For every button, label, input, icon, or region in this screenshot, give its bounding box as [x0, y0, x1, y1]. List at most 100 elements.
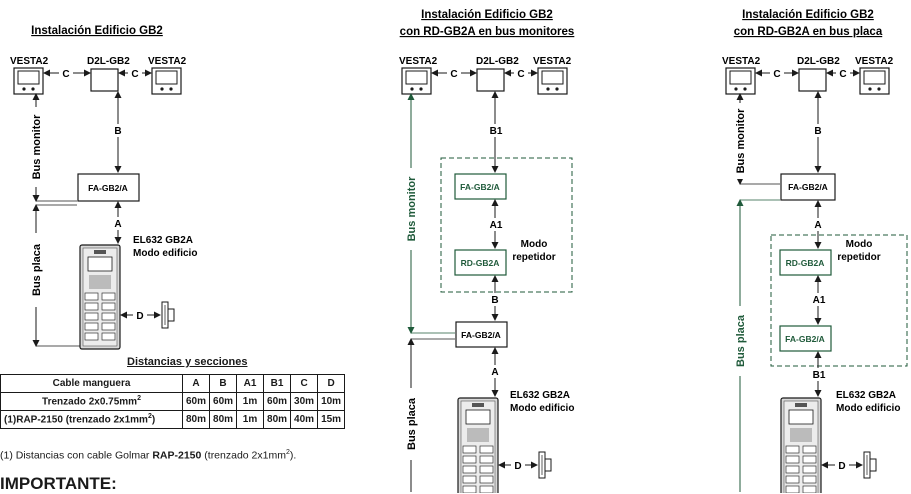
d2-right-monitor-label: VESTA2 [533, 56, 572, 67]
d2-panel-label-1: EL632 GB2A [510, 390, 570, 401]
d1-d-label: D [136, 311, 143, 322]
d1-c-right: C [131, 69, 138, 80]
footnote-rest: (trenzado 2x1mm [201, 449, 286, 462]
row2-b: 80m [209, 410, 238, 429]
d2-d-label: D [514, 461, 521, 472]
d2-distributor-label: D2L-GB2 [476, 56, 519, 67]
footnote-marker: (1) [0, 449, 13, 462]
d3-fa-bottom-box [779, 325, 832, 352]
d3-b1-label: B1 [813, 370, 826, 381]
footnote-bold: RAP-2150 [152, 449, 202, 462]
footnote-end: ). [289, 449, 297, 462]
d3-c-right: C [839, 69, 846, 80]
header-d: D [317, 374, 346, 393]
d3-b-label: B [814, 126, 821, 137]
d3-repeater-zone [770, 234, 908, 367]
d3-d-label: D [838, 461, 845, 472]
d2-rd-label: RD-GB2A [461, 258, 500, 268]
header-b: B [209, 374, 238, 393]
d1-title: Instalación Edificio GB2 [31, 25, 163, 37]
d2-c-left: C [450, 69, 457, 80]
d1-right-monitor-icon [151, 67, 182, 95]
row2-a1: 1m [236, 410, 265, 429]
d2-door-panel-icon [457, 397, 499, 493]
d3-title-2: con RD-GB2A en bus placa [734, 26, 883, 38]
d3-panel-label-2: Modo edificio [836, 403, 900, 414]
d1-bus-placa: Bus placa [31, 243, 43, 296]
d3-right-monitor-icon [859, 67, 890, 95]
d1-distributor-box [90, 68, 119, 92]
d2-b1-label: B1 [490, 126, 503, 137]
row1-c: 30m [290, 392, 319, 411]
row2-b1: 80m [263, 410, 292, 429]
d2-rd-box [454, 249, 507, 276]
d3-mode-1: Modo [846, 239, 873, 250]
d1-door-panel-icon [79, 244, 121, 350]
row2-name-cell: (1)RAP-2150 (trenzado 2x1mm2) [0, 410, 183, 429]
row2-c: 40m [290, 410, 319, 429]
d2-fa-top-box [454, 173, 507, 200]
d2-distributor-box [476, 68, 505, 92]
d2-title-1: Instalación Edificio GB2 [421, 9, 553, 21]
table-row: Trenzado 2x0.75mm2 60m 60m 1m 60m 30m 10… [0, 392, 346, 411]
d3-panel-label-1: EL632 GB2A [836, 390, 896, 401]
d3-title-1: Instalación Edificio GB2 [742, 9, 874, 21]
d2-panel-label-2: Modo edificio [510, 403, 574, 414]
d2-mode-2: repetidor [512, 252, 555, 263]
d2-a1-label: A1 [490, 220, 503, 231]
d2-bus-monitor: Bus monitor [406, 176, 418, 241]
d3-left-monitor-icon [725, 67, 756, 95]
d1-b-label: B [114, 126, 121, 137]
d3-a1-label: A1 [813, 295, 826, 306]
d3-bus-placa: Bus placa [735, 314, 747, 367]
diagram-1: Instalación Edificio GB2 VESTA2 D2L-GB2 … [10, 25, 197, 350]
distances-table: Cable manguera A B A1 B1 C D Trenzado 2x… [0, 374, 346, 429]
d3-fa-top: FA-GB2/A [788, 182, 828, 192]
row1-name: Trenzado 2x0.75mm [42, 396, 138, 408]
row1-sup: 2 [137, 395, 141, 403]
d2-left-monitor-icon [401, 67, 432, 95]
d2-right-monitor-icon [537, 67, 568, 95]
d2-left-monitor-label: VESTA2 [399, 56, 438, 67]
d3-left-monitor-label: VESTA2 [722, 56, 761, 67]
row1-a1: 1m [236, 392, 265, 411]
d2-repeater-zone [440, 157, 573, 293]
d2-mode-1: Modo [521, 239, 548, 250]
row2-close: ) [151, 414, 156, 426]
d3-distributor-box [798, 68, 827, 92]
d1-right-monitor-label: VESTA2 [148, 56, 187, 67]
diagram-3: Instalación Edificio GB2 con RD-GB2A en … [722, 9, 908, 493]
d1-left-monitor-label: VESTA2 [10, 56, 49, 67]
d2-lock-icon [538, 451, 552, 479]
d3-c-left: C [773, 69, 780, 80]
row1-a: 60m [181, 392, 211, 411]
footnote-sup: 2 [285, 449, 290, 456]
d3-rd-label: RD-GB2A [786, 258, 825, 268]
row2-a: 80m [181, 410, 211, 429]
d2-fa-bottom: FA-GB2/A [461, 330, 501, 340]
d2-fa-bottom-box [455, 321, 508, 348]
header-cable: Cable manguera [0, 374, 183, 393]
d1-c-left: C [62, 69, 69, 80]
footnote-text: Distancias con cable Golmar [12, 449, 153, 462]
table-title: Distancias y secciones [127, 356, 248, 368]
row1-d: 10m [317, 392, 346, 411]
table-header-row: Cable manguera A B A1 B1 C D [0, 374, 346, 393]
d1-panel-label-1: EL632 GB2A [133, 235, 193, 246]
header-c: C [290, 374, 319, 393]
d1-left-monitor-icon [13, 67, 44, 95]
d2-title-2: con RD-GB2A en bus monitores [400, 26, 575, 38]
d1-panel-label-2: Modo edificio [133, 248, 197, 259]
row2-marker: (1) [4, 414, 17, 426]
header-b1: B1 [263, 374, 292, 393]
d1-bus-monitor: Bus monitor [31, 114, 43, 179]
d1-fa-label: FA-GB2/A [88, 183, 128, 193]
d3-mode-2: repetidor [837, 252, 880, 263]
d3-fa-bottom: FA-GB2/A [785, 334, 825, 344]
diagram-2: Instalación Edificio GB2 con RD-GB2A en … [399, 9, 574, 493]
d1-fa-box [77, 173, 140, 202]
d3-door-panel-icon [780, 397, 822, 493]
header-a: A [181, 374, 211, 393]
row2-sup: 2 [147, 413, 152, 421]
